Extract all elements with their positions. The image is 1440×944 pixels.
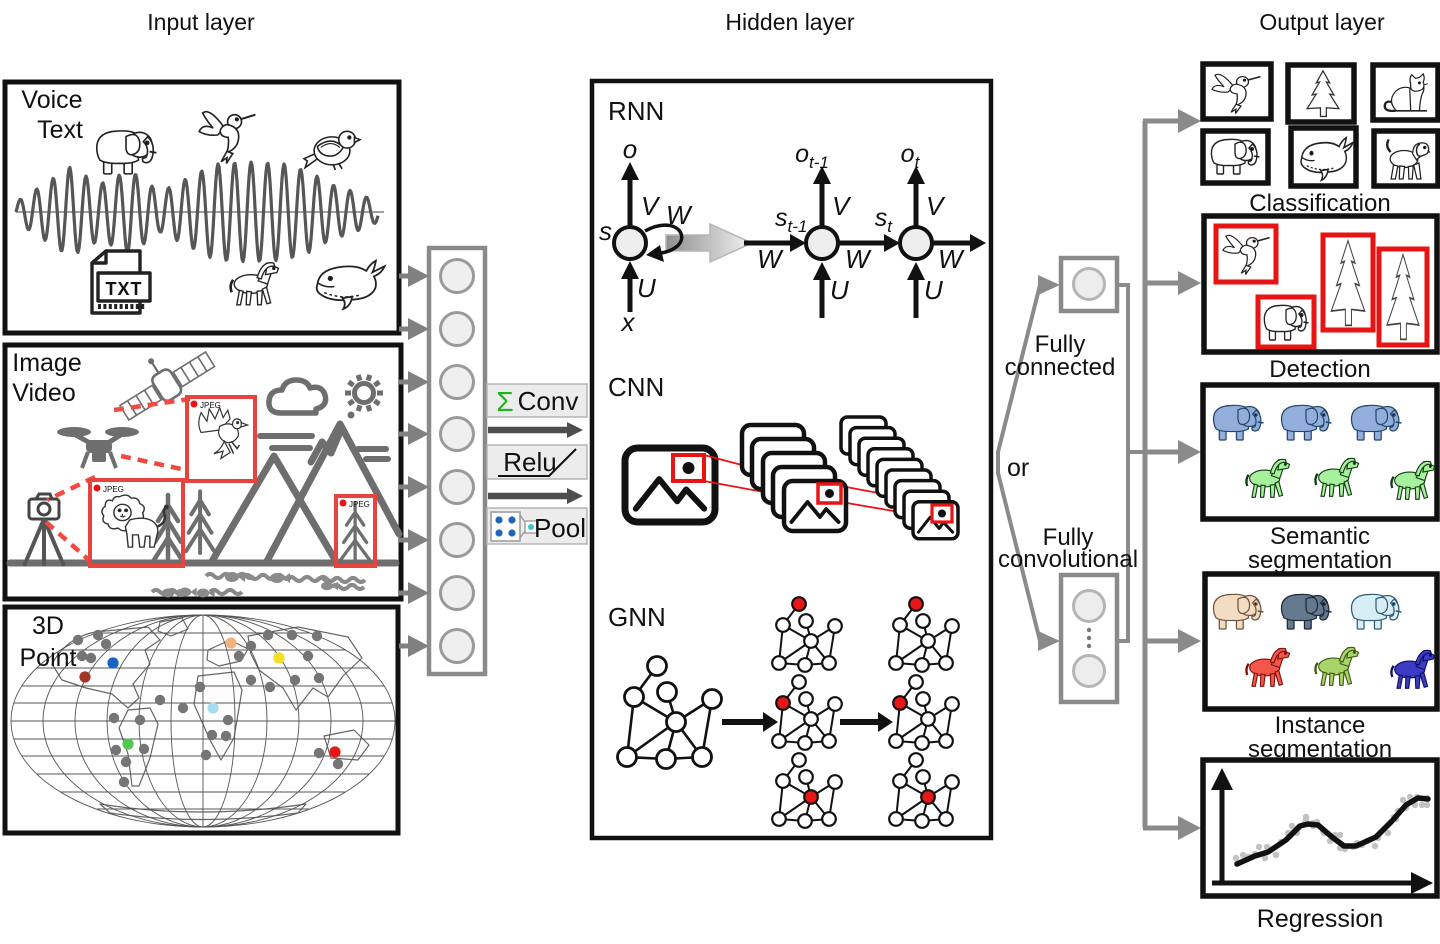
svg-text:W: W (666, 200, 693, 230)
svg-text:Voice: Voice (21, 86, 82, 114)
svg-text:RNN: RNN (608, 96, 664, 126)
svg-text:V: V (641, 191, 661, 221)
svg-text:Σ: Σ (496, 386, 513, 417)
svg-text:Point: Point (20, 644, 77, 672)
svg-text:Semantic: Semantic (1270, 523, 1370, 550)
svg-text:Hidden layer: Hidden layer (725, 9, 854, 35)
svg-text:U: U (830, 275, 849, 305)
svg-text:Text: Text (37, 116, 83, 144)
svg-text:W: W (938, 244, 965, 274)
svg-text:Image: Image (12, 349, 81, 377)
svg-text:Video: Video (12, 379, 76, 407)
svg-text:Instance: Instance (1275, 712, 1366, 739)
svg-text:Detection: Detection (1269, 356, 1370, 383)
svg-text:JPEG: JPEG (349, 500, 370, 509)
svg-text:GNN: GNN (608, 602, 666, 632)
svg-text:JPEG: JPEG (103, 485, 124, 494)
svg-text:CNN: CNN (608, 372, 664, 402)
svg-text:Fully: Fully (1035, 331, 1086, 358)
svg-text:V: V (926, 191, 946, 221)
svg-text:Pool: Pool (534, 513, 586, 543)
svg-text:Relu: Relu (503, 447, 556, 477)
svg-text:x: x (620, 307, 636, 337)
svg-text:s: s (599, 216, 612, 246)
svg-text:Input layer: Input layer (147, 9, 255, 35)
svg-text:Conv: Conv (518, 386, 579, 416)
svg-text:W: W (757, 244, 784, 274)
svg-text:Regression: Regression (1257, 905, 1383, 933)
svg-text:U: U (924, 275, 943, 305)
svg-text:3D: 3D (32, 612, 64, 640)
svg-text:Fully: Fully (1043, 524, 1094, 551)
svg-text:JPEG: JPEG (200, 401, 221, 410)
svg-text:o: o (623, 134, 637, 164)
svg-text:connected: connected (1005, 354, 1116, 381)
svg-text:segmentation: segmentation (1248, 547, 1392, 574)
svg-text:V: V (832, 191, 852, 221)
svg-text:or: or (1007, 454, 1029, 482)
svg-text:TXT: TXT (106, 279, 143, 299)
svg-text:W: W (845, 244, 872, 274)
svg-text:convolutional: convolutional (998, 546, 1138, 573)
svg-text:Output layer: Output layer (1259, 9, 1385, 35)
svg-text:Classification: Classification (1249, 190, 1390, 217)
svg-text:U: U (637, 273, 656, 303)
